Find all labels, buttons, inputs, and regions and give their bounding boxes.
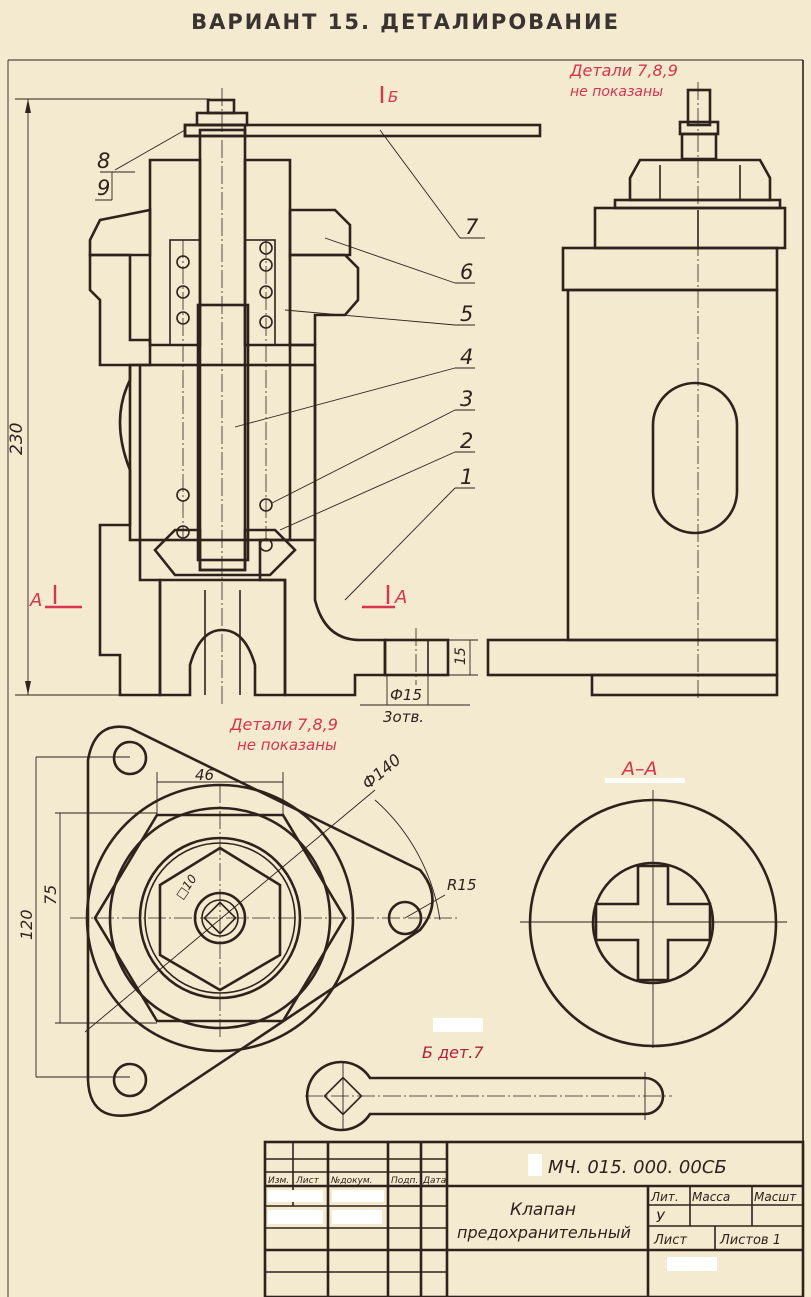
side-view <box>486 82 787 700</box>
dim-75: 75 <box>41 885 60 905</box>
handle-view-b <box>305 1018 672 1132</box>
part-number-9: 9 <box>97 176 110 200</box>
note-details-not-shown-plan: Детали 7,8,9 <box>229 715 338 734</box>
tb-col-list: Лист <box>295 1176 320 1186</box>
dim-bolt-circle: Ф140 <box>358 750 404 793</box>
tb-col-sign: Подп. <box>391 1176 418 1186</box>
front-section-view <box>88 88 542 705</box>
tb-col-date: Дата <box>422 1176 446 1186</box>
dim-120: 120 <box>17 909 36 940</box>
part-number-3: 3 <box>460 387 473 411</box>
note-details-not-shown-top: Детали 7,8,9 <box>569 61 678 80</box>
part-number-8: 8 <box>97 149 110 173</box>
dim-hex-46: 46 <box>195 766 214 784</box>
part-number-6: 6 <box>460 260 473 284</box>
tb-designation: МЧ. 015. 000. 00СБ <box>548 1157 727 1178</box>
spring-coils <box>176 241 273 552</box>
sheet-frame <box>7 59 804 1297</box>
tb-lit-label: Лит. <box>650 1190 679 1204</box>
tb-name-line2: предохранительный <box>457 1223 631 1242</box>
section-title: А–А <box>620 758 658 780</box>
dimension-flange <box>360 639 478 706</box>
tb-lit-value: У <box>656 1210 666 1226</box>
view-letter-b: Б <box>388 88 398 106</box>
part-number-2: 2 <box>460 429 473 453</box>
part-number-4: 4 <box>460 345 473 369</box>
section-letter-right: А <box>394 587 407 608</box>
section-mark-left <box>45 585 82 609</box>
tb-col-izm: Изм. <box>268 1176 289 1186</box>
view-b-label: Б дет.7 <box>422 1043 484 1062</box>
dim-hole-count: 3отв. <box>383 708 424 726</box>
section-mark-right <box>362 585 395 609</box>
part-number-1: 1 <box>460 465 473 489</box>
note-details-not-shown-plan-2: не показаны <box>237 736 337 754</box>
dim-hole-diameter: Ф15 <box>390 686 422 704</box>
dim-square: □10 <box>173 872 200 902</box>
part-number-7: 7 <box>465 215 479 239</box>
tb-name-line1: Клапан <box>510 1200 576 1220</box>
plan-view <box>35 725 460 1117</box>
tb-scale-label: Масшт <box>754 1190 797 1204</box>
section-letter-left: А <box>29 590 42 611</box>
tb-sheet-label: Лист <box>653 1233 687 1248</box>
tb-sheets-label: Листов 1 <box>719 1233 781 1248</box>
leader-lines <box>100 129 485 601</box>
title-block <box>263 1140 805 1297</box>
tb-mass-label: Масса <box>692 1190 730 1204</box>
dim-lug-radius: R15 <box>447 876 477 894</box>
part-number-5: 5 <box>460 302 473 326</box>
note-details-not-shown-top-2: не показаны <box>570 84 663 100</box>
dim-15: 15 <box>453 647 469 665</box>
sheet-title: ВАРИАНТ 15. ДЕТАЛИРОВАНИЕ <box>191 10 620 34</box>
dimension-overall-height <box>15 98 210 696</box>
section-a-a <box>520 778 787 1048</box>
tb-col-doc: №докум. <box>330 1176 373 1186</box>
dim-230: 230 <box>7 423 27 455</box>
